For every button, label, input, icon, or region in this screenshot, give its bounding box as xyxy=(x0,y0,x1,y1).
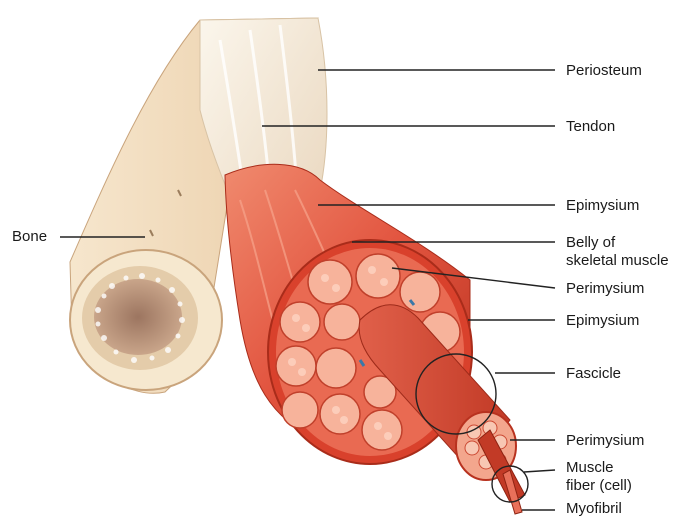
label-belly-line1: Belly of xyxy=(566,234,685,252)
label-belly-line2: skeletal muscle xyxy=(566,252,685,270)
label-muscle-fiber: Muscle fiber (cell) xyxy=(566,459,685,495)
label-myofibril: Myofibril xyxy=(566,500,622,518)
label-muscle-fiber-line2: fiber (cell) xyxy=(566,477,685,495)
label-fascicle: Fascicle xyxy=(566,365,621,383)
label-epimysium-top: Epimysium xyxy=(566,197,639,215)
label-periosteum: Periosteum xyxy=(566,62,642,80)
bone-cross-section xyxy=(70,250,222,390)
label-epimysium-mid: Epimysium xyxy=(566,312,639,330)
label-muscle-fiber-line1: Muscle xyxy=(566,459,685,477)
label-perimysium-top: Perimysium xyxy=(566,280,644,298)
label-belly-of-skeletal-muscle: Belly of skeletal muscle xyxy=(566,234,685,270)
label-tendon: Tendon xyxy=(566,118,615,136)
label-perimysium-bottom: Perimysium xyxy=(566,432,644,450)
label-bone: Bone xyxy=(12,228,47,246)
